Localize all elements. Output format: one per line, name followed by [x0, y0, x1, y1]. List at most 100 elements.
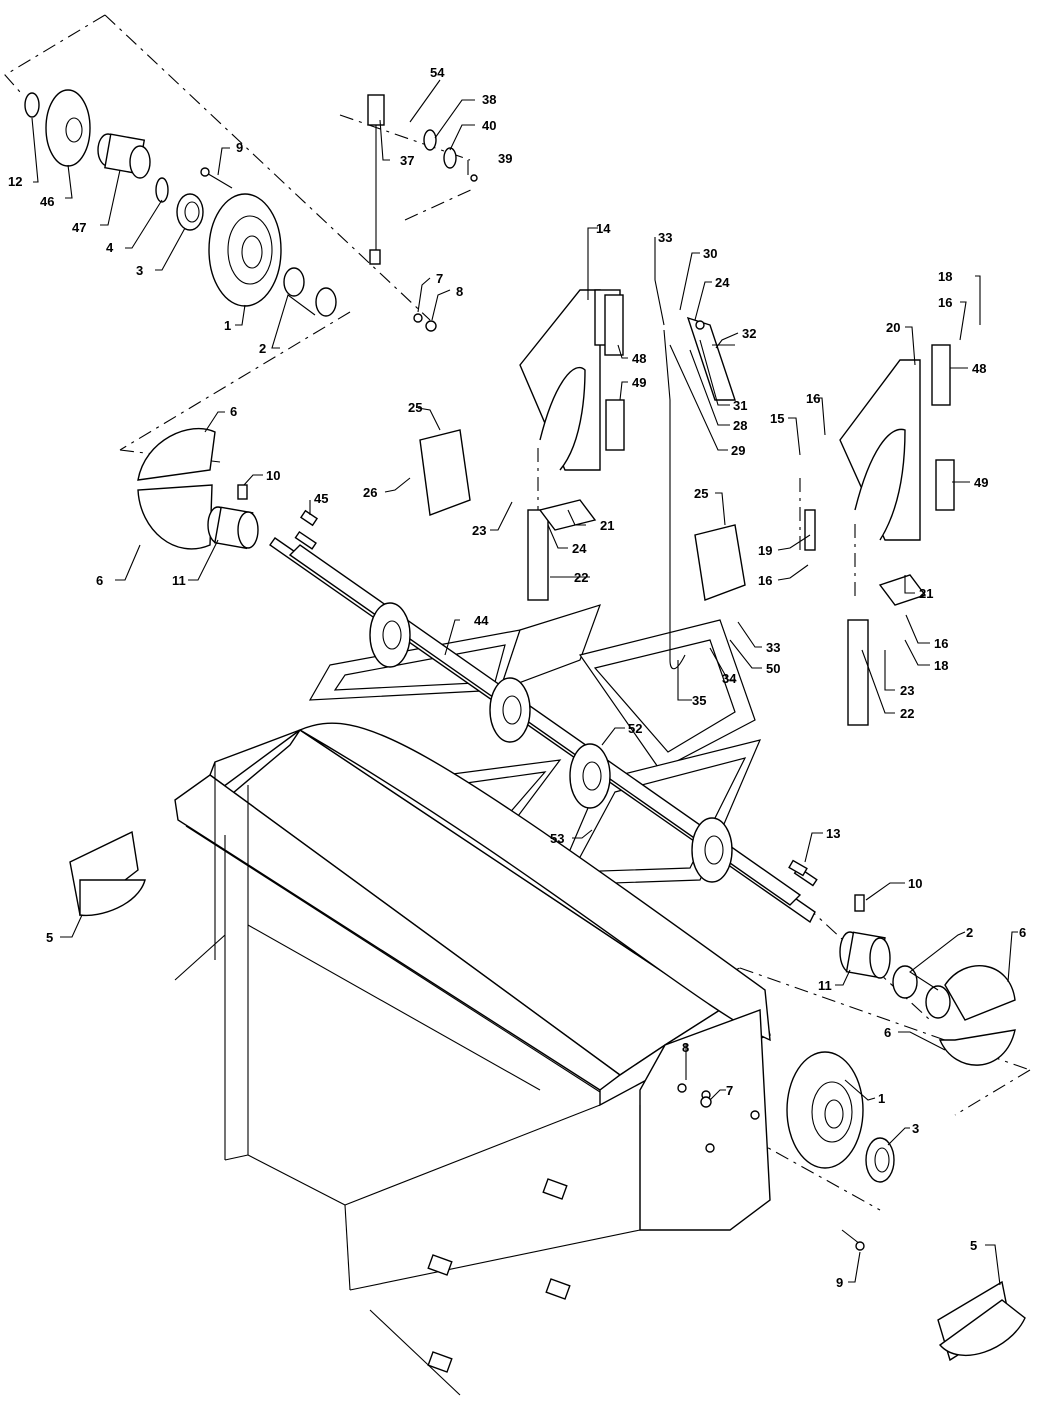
plate-21-right: [878, 574, 927, 606]
callout-24-top: 24: [715, 275, 730, 290]
washer-nut-7-8-right: [677, 1083, 712, 1108]
callout-11-left: 11: [172, 573, 186, 588]
callout-labels: 54 38 40 39 37 9 12 46 47 4 3 1 2 7 8 6 …: [8, 65, 1026, 1290]
callout-5-right: 5: [970, 1238, 977, 1253]
callout-54: 54: [430, 65, 445, 80]
callout-23-right: 23: [900, 683, 914, 698]
snap-ring-4: [155, 177, 169, 203]
callout-16-bottom: 16: [934, 636, 948, 651]
callout-1-right: 1: [878, 1091, 885, 1106]
key-10-right: [854, 894, 865, 912]
bearing-3-right: [865, 1137, 895, 1183]
callout-46: 46: [40, 194, 54, 209]
seal-rings-2-top: [283, 267, 337, 317]
callout-32: 32: [742, 326, 756, 341]
bearing-3-top: [176, 193, 204, 231]
callout-20: 20: [886, 320, 900, 335]
callout-16-mid: 16: [806, 391, 820, 406]
callout-1-top: 1: [224, 318, 231, 333]
callout-21-left: 21: [600, 518, 614, 533]
callout-50: 50: [766, 661, 780, 676]
callout-2-top: 2: [259, 341, 266, 356]
callout-8-top: 8: [456, 284, 463, 299]
callout-7-right: 7: [726, 1083, 733, 1098]
callout-9-right: 9: [836, 1275, 843, 1290]
strap-22-left: [527, 509, 549, 601]
callout-49-left: 49: [632, 375, 646, 390]
callout-4: 4: [106, 240, 114, 255]
callout-15: 15: [770, 411, 784, 426]
sprocket-46: [45, 89, 91, 167]
callout-10-left: 10: [266, 468, 280, 483]
callout-14: 14: [596, 221, 611, 236]
plate-48-49-left: [604, 294, 625, 451]
callout-10-right: 10: [908, 876, 922, 891]
support-25-left: [419, 429, 471, 516]
callout-8-right: 8: [682, 1040, 689, 1055]
sleeve-11-right: [839, 931, 891, 979]
callout-45: 45: [314, 491, 328, 506]
callout-23-left: 23: [472, 523, 486, 538]
callout-19: 19: [758, 543, 772, 558]
seal-rings-2-right: [892, 965, 951, 1019]
callout-22-right: 22: [900, 706, 914, 721]
plate-48-49-right: [931, 344, 955, 511]
callout-26: 26: [363, 485, 377, 500]
sprocket-2: [489, 677, 531, 743]
callout-9-top: 9: [236, 140, 243, 155]
callout-13: 13: [826, 826, 840, 841]
sprocket-4: [691, 817, 733, 883]
callout-37: 37: [400, 153, 414, 168]
shield-5-left: [69, 830, 146, 917]
key-13: [788, 859, 808, 877]
cable-29: [663, 329, 686, 670]
callout-7-top: 7: [436, 271, 443, 286]
callout-6-left-bottom: 6: [96, 573, 103, 588]
shield-6-left: [137, 427, 216, 550]
callout-16-lower: 16: [758, 573, 772, 588]
sleeve-47: [97, 133, 151, 179]
callout-44: 44: [474, 613, 489, 628]
lever-28-31: [686, 316, 736, 401]
callout-47: 47: [72, 220, 86, 235]
callout-25-left: 25: [408, 400, 422, 415]
callout-5-left: 5: [46, 930, 53, 945]
washer-nut-7-8-top: [413, 313, 437, 332]
callout-30: 30: [703, 246, 717, 261]
callout-38: 38: [482, 92, 496, 107]
strap-22-right: [847, 619, 869, 726]
bracket-20: [839, 359, 921, 541]
callout-11-right: 11: [818, 978, 832, 993]
sleeve-11-left: [207, 506, 259, 550]
callout-29: 29: [731, 443, 745, 458]
callout-31: 31: [733, 398, 747, 413]
key-10-left: [237, 484, 248, 500]
callout-34: 34: [722, 671, 737, 686]
callout-21-right: 21: [919, 586, 933, 601]
callout-33-bottom: 33: [766, 640, 780, 655]
callout-18-top: 18: [938, 269, 952, 284]
bolt-19: [804, 509, 816, 551]
leader-lines: [31, 79, 1018, 1286]
housing-frame: [174, 722, 771, 1396]
sensor-37: [367, 94, 385, 265]
callout-3-right: 3: [912, 1121, 919, 1136]
callout-6-right-top: 6: [1019, 925, 1026, 940]
key-45: [299, 509, 319, 527]
callout-6-left-top: 6: [230, 404, 237, 419]
callout-18-bottom: 18: [934, 658, 948, 673]
callout-3-top: 3: [136, 263, 143, 278]
idler-38-40: [423, 129, 478, 182]
sprocket-52: [569, 743, 611, 809]
flange-housing-1-right: [786, 1051, 864, 1169]
support-25-right: [694, 524, 746, 601]
bracket-14: [519, 289, 621, 471]
callout-16-top: 16: [938, 295, 952, 310]
bolt-9-right: [841, 1229, 865, 1251]
callout-40: 40: [482, 118, 496, 133]
circlip-12: [24, 92, 40, 118]
shield-6-right: [938, 965, 1016, 1066]
callout-12: 12: [8, 174, 22, 189]
callout-53: 53: [550, 831, 564, 846]
